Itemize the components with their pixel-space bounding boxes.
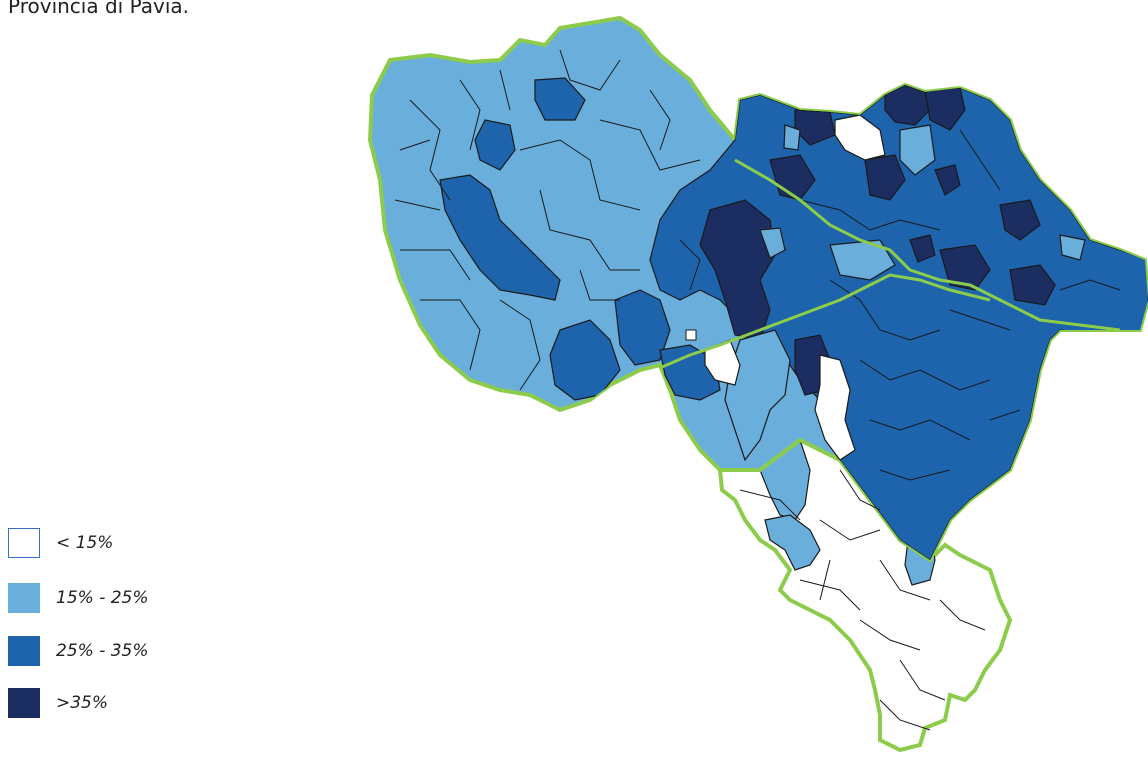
dark-area [939, 244, 991, 291]
legend-swatch [8, 688, 40, 718]
dark-area [699, 199, 776, 341]
legend-swatch [8, 528, 40, 558]
legend-label: < 15% [56, 533, 114, 553]
river-line [654, 273, 991, 372]
page-title: Provincia di Pavia. [8, 0, 189, 18]
dark-area [884, 84, 931, 126]
legend-swatch [8, 636, 40, 666]
dark-area [999, 199, 1041, 241]
dark-area [909, 234, 936, 263]
dark-area [1009, 264, 1056, 306]
legend-label: 15% - 25% [56, 588, 149, 608]
eastern-light-area [829, 239, 896, 281]
dark-area [864, 154, 906, 201]
eastern-light-area [724, 329, 791, 462]
eastern-light-area [1059, 234, 1086, 261]
western-medium-area [614, 289, 671, 366]
eastern-light-area [899, 124, 936, 176]
municipal-boundaries [394, 49, 1121, 481]
southern-light-area [764, 514, 821, 571]
white-area [685, 329, 697, 341]
western-medium-area [534, 77, 586, 121]
legend-label: 25% - 35% [56, 641, 149, 661]
river-line [734, 158, 1121, 332]
dark-area [934, 164, 961, 196]
western-medium-area [439, 174, 561, 301]
legend-swatch [8, 583, 40, 613]
legend-label: >35% [56, 693, 109, 713]
eastern-light-area [783, 124, 801, 151]
dark-area [794, 109, 836, 146]
southern-boundaries [739, 469, 986, 731]
white-area [834, 114, 886, 161]
eastern-light-area [759, 227, 786, 259]
white-area [814, 354, 856, 461]
western-medium-area [474, 119, 516, 171]
